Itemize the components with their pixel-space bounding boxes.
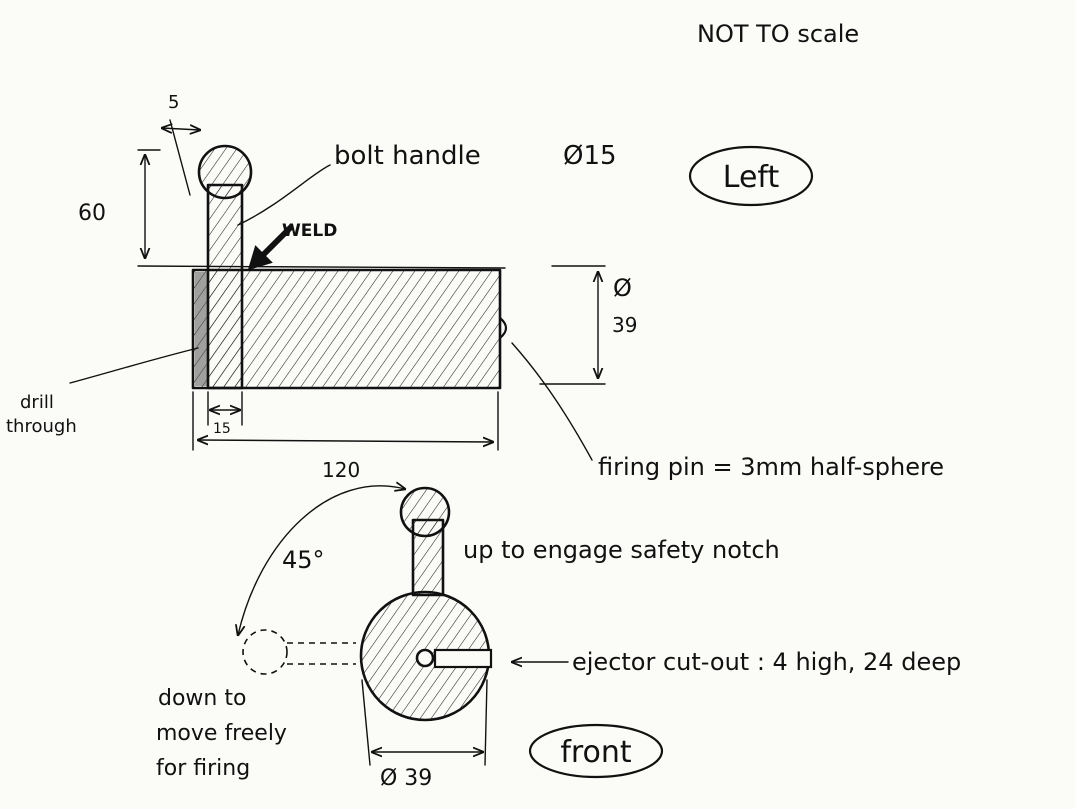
dim-height: 60 [78, 201, 106, 226]
ejector-cutout [433, 648, 493, 669]
drill-label-line1: drill [20, 392, 54, 413]
front-diameter-label: Ø 39 [380, 766, 432, 791]
down-label-line1: down to [158, 686, 246, 711]
scale-note: NOT TO scale [697, 20, 859, 48]
firing-pin-label: firing pin = 3mm half-sphere [598, 453, 944, 481]
firing-pin-bump [498, 316, 508, 340]
left-view-bubble [688, 145, 814, 207]
handle-shaft [206, 183, 244, 390]
angle-label: 45° [282, 546, 325, 574]
weld-arrow [247, 223, 295, 271]
bolt-handle-label: bolt handle [334, 141, 481, 171]
dim-slot-width: 15 [213, 421, 231, 437]
handle-down-ghost-knob [242, 629, 288, 675]
left-view: 5 60 Ø 39 15 120 WELD bolt handle Ø15 dr… [6, 92, 944, 482]
front-handle-knob [399, 486, 451, 538]
bolt-handle-dim: Ø15 [563, 141, 617, 171]
down-label-line3: for firing [156, 756, 250, 781]
ejector-label: ejector cut-out : 4 high, 24 deep [572, 648, 961, 676]
drill-label-line2: through [6, 416, 77, 437]
front-view-bubble [528, 723, 664, 779]
down-label-line2: move freely [156, 721, 287, 746]
dim-length: 120 [322, 458, 360, 482]
up-safety-label: up to engage safety notch [463, 536, 780, 564]
weld-label: WELD [282, 221, 337, 241]
dim-top-width: 5 [168, 92, 179, 113]
drill-slot [195, 272, 208, 386]
left-view-label: Left [723, 160, 780, 195]
bolt-body [191, 268, 502, 390]
dim-diameter-symbol: Ø [613, 274, 632, 302]
handle-knob [197, 144, 253, 200]
front-view: 45° up to engage safety notch ejector cu… [156, 486, 961, 791]
front-view-label: front [560, 735, 632, 770]
dim-diameter-value: 39 [612, 313, 637, 337]
firing-pin-hole [415, 648, 435, 668]
